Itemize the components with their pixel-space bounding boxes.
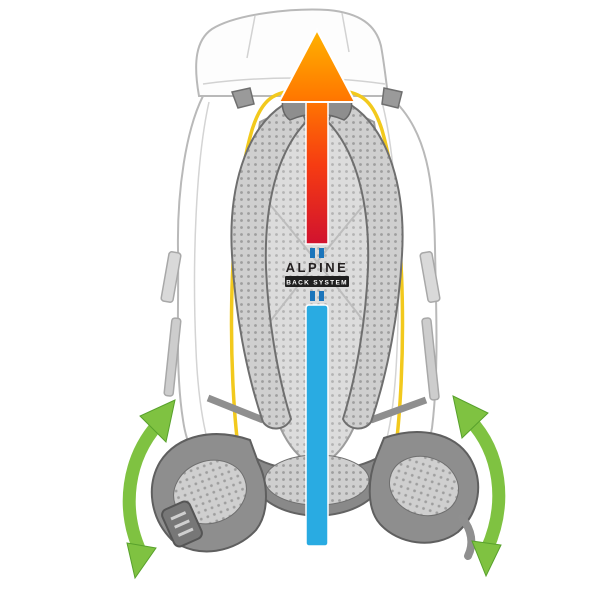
buckle-ladder-lines xyxy=(170,511,194,537)
pack-inner-edge-left xyxy=(193,101,217,465)
hanging-strap-right xyxy=(421,317,440,401)
label-mark-top-2 xyxy=(319,248,324,258)
label-band xyxy=(285,276,349,287)
rotation-arrow-right xyxy=(465,415,506,552)
hip-buckle-left xyxy=(161,500,203,548)
panel-cross-seam-2 xyxy=(261,194,373,333)
hanging-strap-left xyxy=(163,317,182,397)
hip-strap-tail-right xyxy=(458,514,476,560)
rotation-arrow-left xyxy=(122,419,163,556)
compression-strap-right xyxy=(419,251,441,303)
hip-fin-right-mesh xyxy=(389,455,459,517)
airflow-warm-shaft xyxy=(305,99,329,245)
compression-strap-left xyxy=(160,251,182,303)
rotation-arrow-left-head-bottom xyxy=(126,542,157,580)
rotation-arrow-left-head-top xyxy=(139,399,176,444)
lid-strap-left xyxy=(246,15,256,59)
shoulder-strap-left xyxy=(230,103,308,430)
label-mark-bottom-1 xyxy=(310,291,315,301)
airflow-arrow xyxy=(277,27,357,547)
rotation-arrows xyxy=(122,395,506,580)
lid-strap-right xyxy=(341,12,350,53)
airflow-arrow-head xyxy=(277,27,357,103)
harness xyxy=(150,84,480,560)
strap-webbing-left xyxy=(206,394,265,424)
airflow-cool-shaft xyxy=(305,304,329,547)
pack-inner-edge-right xyxy=(377,101,400,465)
shoulder-strap-right xyxy=(326,103,404,430)
strap-webbing-right xyxy=(369,396,428,424)
label-mark-bottom-2 xyxy=(319,291,324,301)
system-label: ALPINE BACK SYSTEM xyxy=(285,248,349,301)
label-line1: ALPINE xyxy=(286,260,349,275)
load-lifter-tab-left xyxy=(230,87,255,109)
panel-cross-seam-1 xyxy=(261,194,373,333)
label-mark-top-1 xyxy=(310,248,315,258)
rotation-arrow-right-head-top xyxy=(452,395,489,439)
rotation-arrow-right-head-bottom xyxy=(471,540,502,578)
load-lifter-tab-right xyxy=(381,87,403,109)
label-line2: BACK SYSTEM xyxy=(286,280,348,287)
